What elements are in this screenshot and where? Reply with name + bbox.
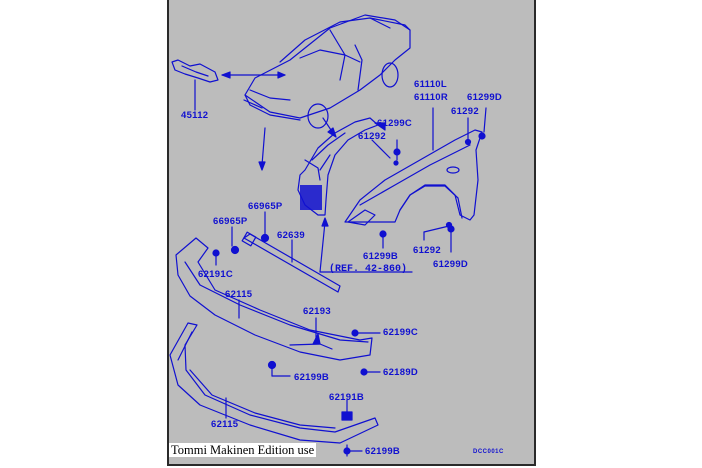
part-label-62115-lower[interactable]: 62115 (211, 419, 239, 430)
part-label-62115-upper[interactable]: 62115 (225, 289, 253, 300)
part-label-66965P-b[interactable]: 66965P (248, 201, 283, 212)
part-label-62199C[interactable]: 62199C (383, 327, 419, 338)
part-label-61299D-low[interactable]: 61299D (433, 259, 469, 270)
assembly-arrows (258, 117, 337, 171)
part-label-62191B[interactable]: 62191B (329, 392, 365, 403)
fender-fasteners (371, 107, 487, 253)
part-label-62193[interactable]: 62193 (303, 306, 331, 317)
part-label-61299D-top[interactable]: 61299D (467, 92, 503, 103)
part-label-62199B-mid[interactable]: 62199B (294, 372, 330, 383)
part-label-61110L[interactable]: 61110L (414, 79, 447, 90)
front-bumper-lower-lip (169, 322, 379, 457)
part-label-62639[interactable]: 62639 (277, 230, 305, 241)
inner-fender-liner (297, 117, 379, 216)
part-label-45112[interactable]: 45112 (181, 110, 209, 121)
part-label-62189D[interactable]: 62189D (383, 367, 419, 378)
edition-caption: Tommi Makinen Edition use (169, 443, 317, 457)
part-label-61292-top[interactable]: 61292 (451, 106, 479, 117)
part-label-61110R[interactable]: 61110R (414, 92, 449, 103)
front-fender (344, 107, 483, 226)
part-label-61292-low[interactable]: 61292 (413, 245, 441, 256)
support-bar (212, 211, 413, 293)
front-bumper-upper (175, 237, 381, 377)
car-illustration (243, 14, 411, 129)
part-label-62199B-low[interactable]: 62199B (365, 446, 401, 457)
part-label-61299C-top[interactable]: 61299C (377, 118, 413, 129)
part-label-62191C[interactable]: 62191C (198, 269, 234, 280)
part-label-66965P-a[interactable]: 66965P (213, 216, 248, 227)
reference-note: (REF. 42-860) (329, 264, 408, 275)
drawing-code: DCC001C (473, 449, 504, 455)
part-label-61292-mid[interactable]: 61292 (358, 131, 386, 142)
part-45112-bracket (171, 59, 286, 111)
part-label-61299B[interactable]: 61299B (363, 251, 399, 262)
